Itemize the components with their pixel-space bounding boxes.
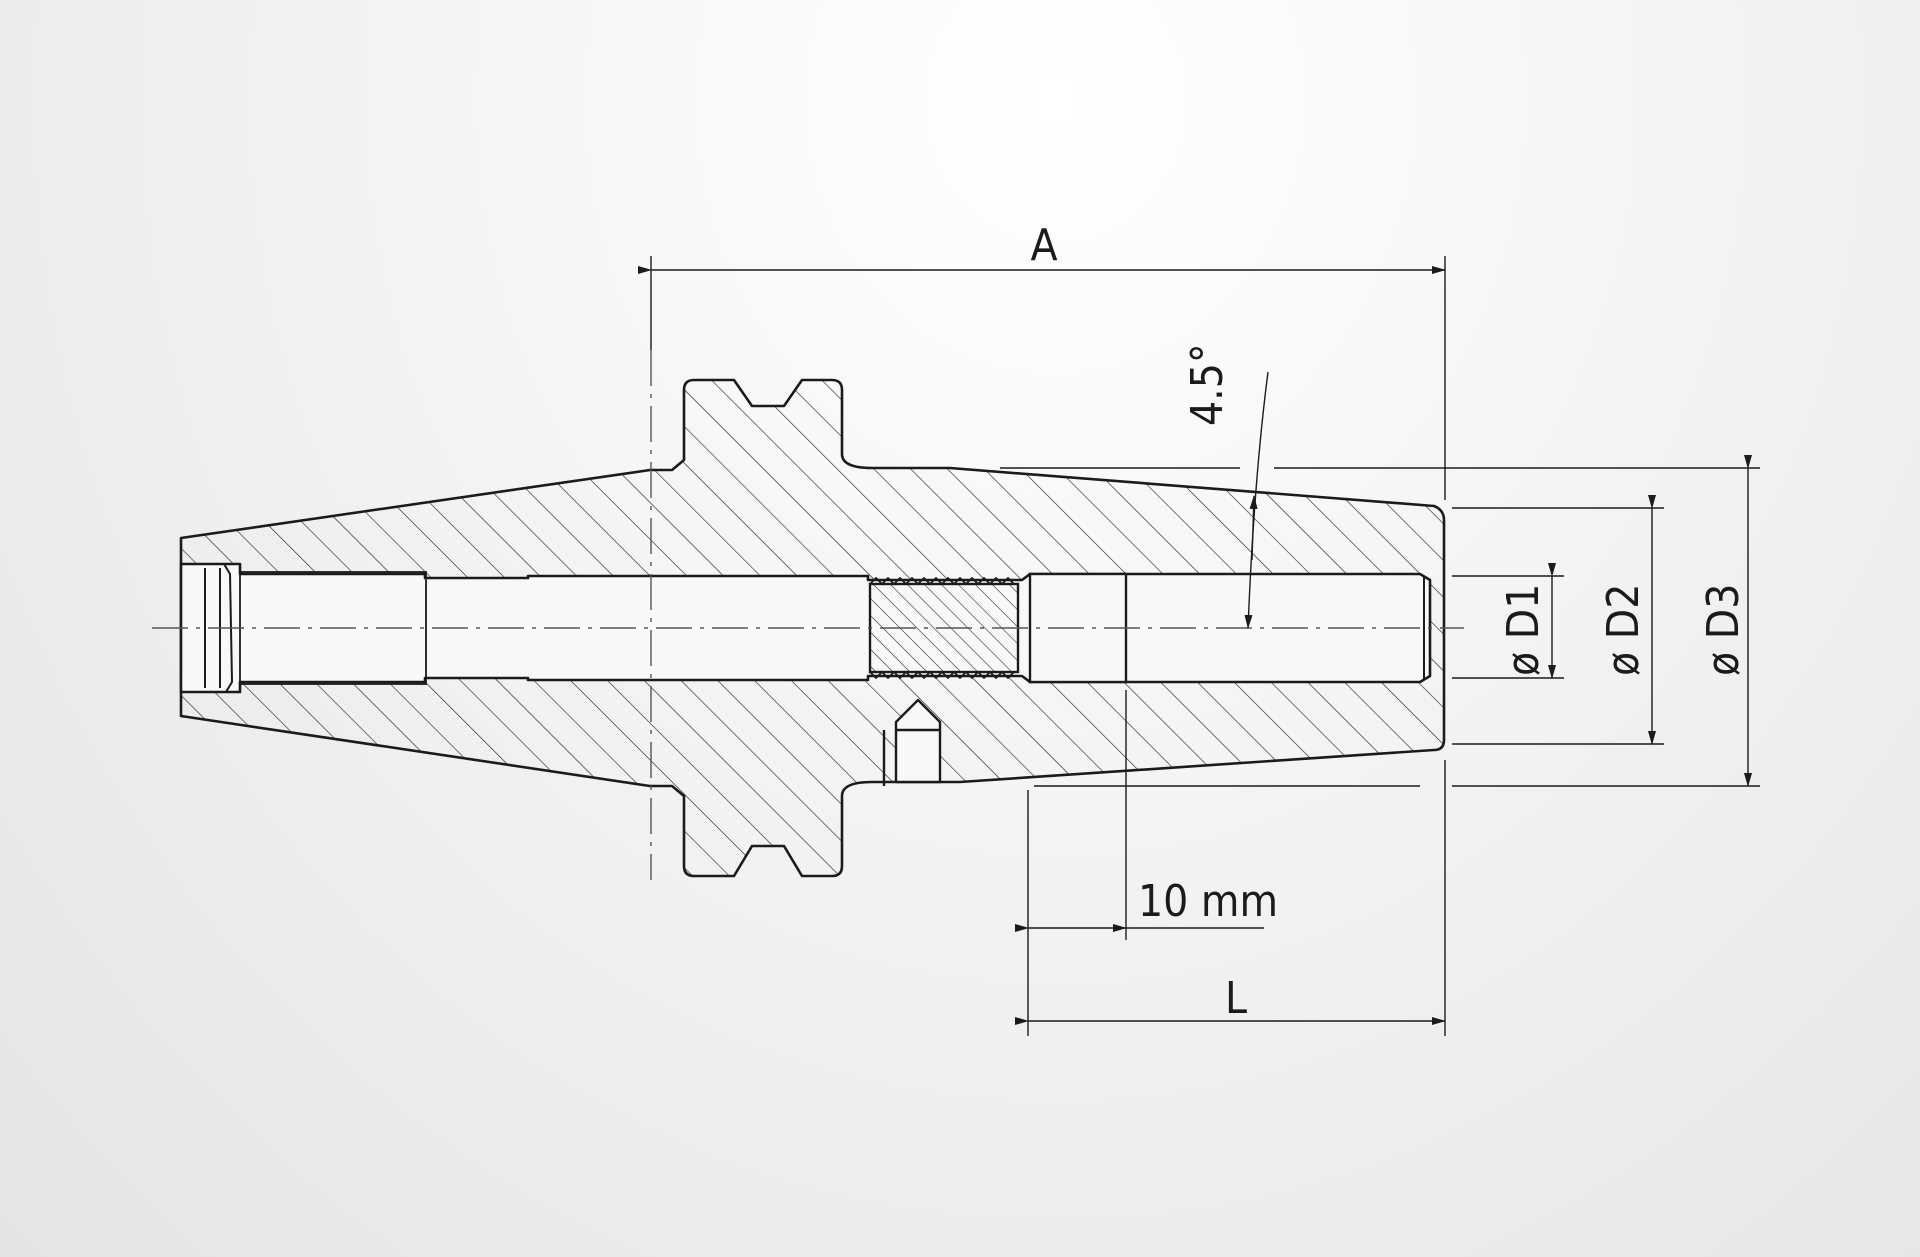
set-screw-thread-bottom	[869, 670, 1015, 680]
label-angle: 4.5°	[1182, 343, 1233, 426]
locating-pin	[882, 698, 942, 786]
dimension-lines	[638, 256, 1760, 1036]
label-D1: ø D1	[1498, 584, 1549, 676]
label-A: A	[1030, 220, 1057, 271]
label-10mm: 10 mm	[1138, 876, 1278, 927]
label-D3: ø D3	[1698, 584, 1749, 676]
dimension-labels: A L 10 mm 4.5° ø D1 ø D2 ø D3	[1030, 220, 1749, 1024]
label-L: L	[1225, 973, 1247, 1024]
set-screw-thread-top	[869, 576, 1015, 586]
label-D2: ø D2	[1598, 584, 1649, 676]
dim-angle-arc	[1244, 371, 1269, 629]
dim-angle-arrow-top	[1249, 495, 1258, 561]
